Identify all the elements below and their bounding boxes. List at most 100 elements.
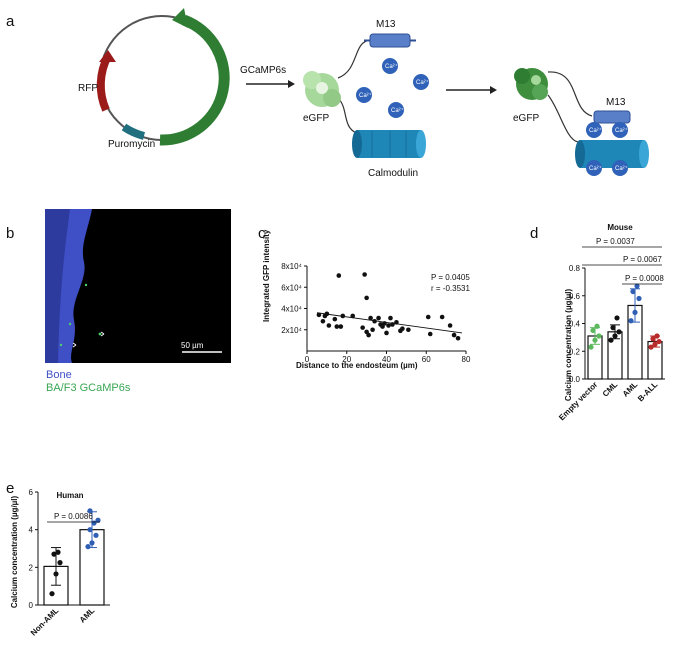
d-data-point (636, 295, 642, 302)
c-data-point (334, 324, 340, 329)
gcamp-arrowhead (172, 8, 188, 28)
d-comparison-1: P = 0.0037 (596, 237, 635, 246)
e-y-tick-label: 4 (29, 526, 34, 535)
c-data-point (382, 321, 387, 326)
gcamp-active: Ca²⁺ Ca²⁺ Ca²⁺ Ca²⁺ (514, 68, 649, 176)
d-data-point (612, 333, 618, 339)
e-y-tick-label: 6 (29, 488, 34, 497)
c-data-point (400, 326, 405, 331)
c-data-point (360, 325, 365, 330)
d-data-point (652, 341, 658, 347)
puromycin-label: Puromycin (108, 139, 155, 150)
puromycin-segment (121, 123, 146, 140)
bound-calcium-ions: Ca²⁺ Ca²⁺ Ca²⁺ Ca²⁺ (586, 122, 628, 176)
d-data-point (594, 323, 600, 329)
d-y-tick-label: 0.6 (569, 292, 581, 301)
gcamp-inactive: Ca²⁺ Ca²⁺ Ca²⁺ Ca²⁺ (303, 33, 429, 158)
e-title: Human (56, 491, 83, 500)
c-data-point (368, 315, 373, 321)
e-data-point (55, 549, 61, 555)
d-data-point (648, 344, 654, 350)
c-data-point (366, 332, 371, 338)
c-data-point (406, 327, 411, 333)
c-data-point (425, 314, 431, 320)
arrowhead-marker (100, 331, 105, 337)
d-data-point (630, 288, 636, 295)
e-category-label: AML (78, 606, 97, 625)
linker-top-active (547, 71, 593, 117)
c-data-point (336, 273, 342, 278)
e-data-point (57, 560, 63, 566)
c-data-point (326, 323, 332, 328)
m13-active (593, 110, 631, 124)
c-data-point (364, 295, 369, 301)
microscopy-image (45, 209, 231, 363)
c-y-tick-label: 6x10⁴ (281, 283, 302, 292)
e-comparison-1: P = 0.0086 (54, 512, 93, 521)
ca-ion-label: Ca²⁺ (589, 165, 602, 172)
c-x-tick-label: 40 (382, 355, 391, 364)
d-category-label: CML (601, 380, 620, 399)
c-data-point (447, 323, 453, 328)
legend-cells: BA/F3 GCaMP6s (46, 382, 131, 394)
c-data-point (320, 318, 326, 324)
e-data-point (87, 527, 93, 533)
c-data-point (316, 312, 322, 318)
d-data-point (632, 309, 638, 315)
c-y-tick-label: 2x10⁴ (281, 326, 302, 335)
c-data-point (388, 315, 393, 321)
c-data-point (455, 335, 461, 341)
e-data-point (85, 544, 91, 550)
e-data-point (93, 532, 99, 538)
e-y-tick-label: 2 (29, 563, 34, 572)
c-data-point (324, 311, 330, 317)
egfp-active-label: eGFP (513, 113, 539, 124)
c-x-axis-label: Distance to the endosteum (µm) (296, 361, 418, 370)
panel-c-label: c (258, 225, 266, 242)
d-data-point (634, 283, 640, 289)
free-calcium-ions: Ca²⁺ Ca²⁺ Ca²⁺ Ca²⁺ (356, 58, 429, 118)
d-data-point (608, 337, 614, 343)
ca-ion-label: Ca²⁺ (359, 92, 372, 99)
ca-ion-label: Ca²⁺ (416, 79, 429, 86)
linker-top (337, 39, 373, 79)
c-data-point (384, 330, 389, 336)
rfp-arrowhead (99, 50, 116, 62)
panel-a-label: a (6, 13, 15, 30)
c-y-axis-label: Integrated GFP intensity (262, 229, 271, 322)
c-x-tick-label: 60 (422, 355, 431, 364)
c-y-tick-label: 4x10⁴ (281, 305, 302, 314)
calmodulin-inactive (352, 130, 426, 158)
d-data-point (614, 315, 620, 321)
c-data-point (451, 332, 457, 338)
linker-bottom (337, 97, 363, 136)
e-category-label: Non-AML (29, 606, 61, 638)
c-p-value: P = 0.0405 (431, 273, 470, 282)
arrow-2-head (490, 86, 497, 94)
e-data-point (89, 540, 95, 546)
c-data-point (390, 322, 395, 327)
e-data-point (87, 508, 93, 514)
arrow-1-head (288, 80, 295, 88)
c-data-point (386, 323, 391, 328)
arrowhead-marker (72, 342, 77, 348)
d-comparison-3: P = 0.0008 (625, 274, 664, 283)
c-data-point (338, 324, 344, 329)
e-y-tick-label: 0 (29, 601, 34, 610)
gcamp-arc (159, 14, 230, 146)
d-title: Mouse (607, 223, 633, 232)
d-y-tick-label: 0.0 (569, 375, 581, 384)
e-data-point (51, 551, 57, 557)
c-data-point (427, 331, 433, 337)
egfp-label: eGFP (303, 113, 329, 124)
cell-signal (98, 332, 102, 336)
d-y-tick-label: 0.8 (569, 264, 581, 273)
c-data-point (340, 313, 346, 319)
calmodulin-label: Calmodulin (368, 168, 418, 179)
d-data-point (590, 327, 596, 334)
ca-ion-label: Ca²⁺ (391, 107, 404, 114)
d-y-tick-label: 0.2 (569, 347, 581, 356)
